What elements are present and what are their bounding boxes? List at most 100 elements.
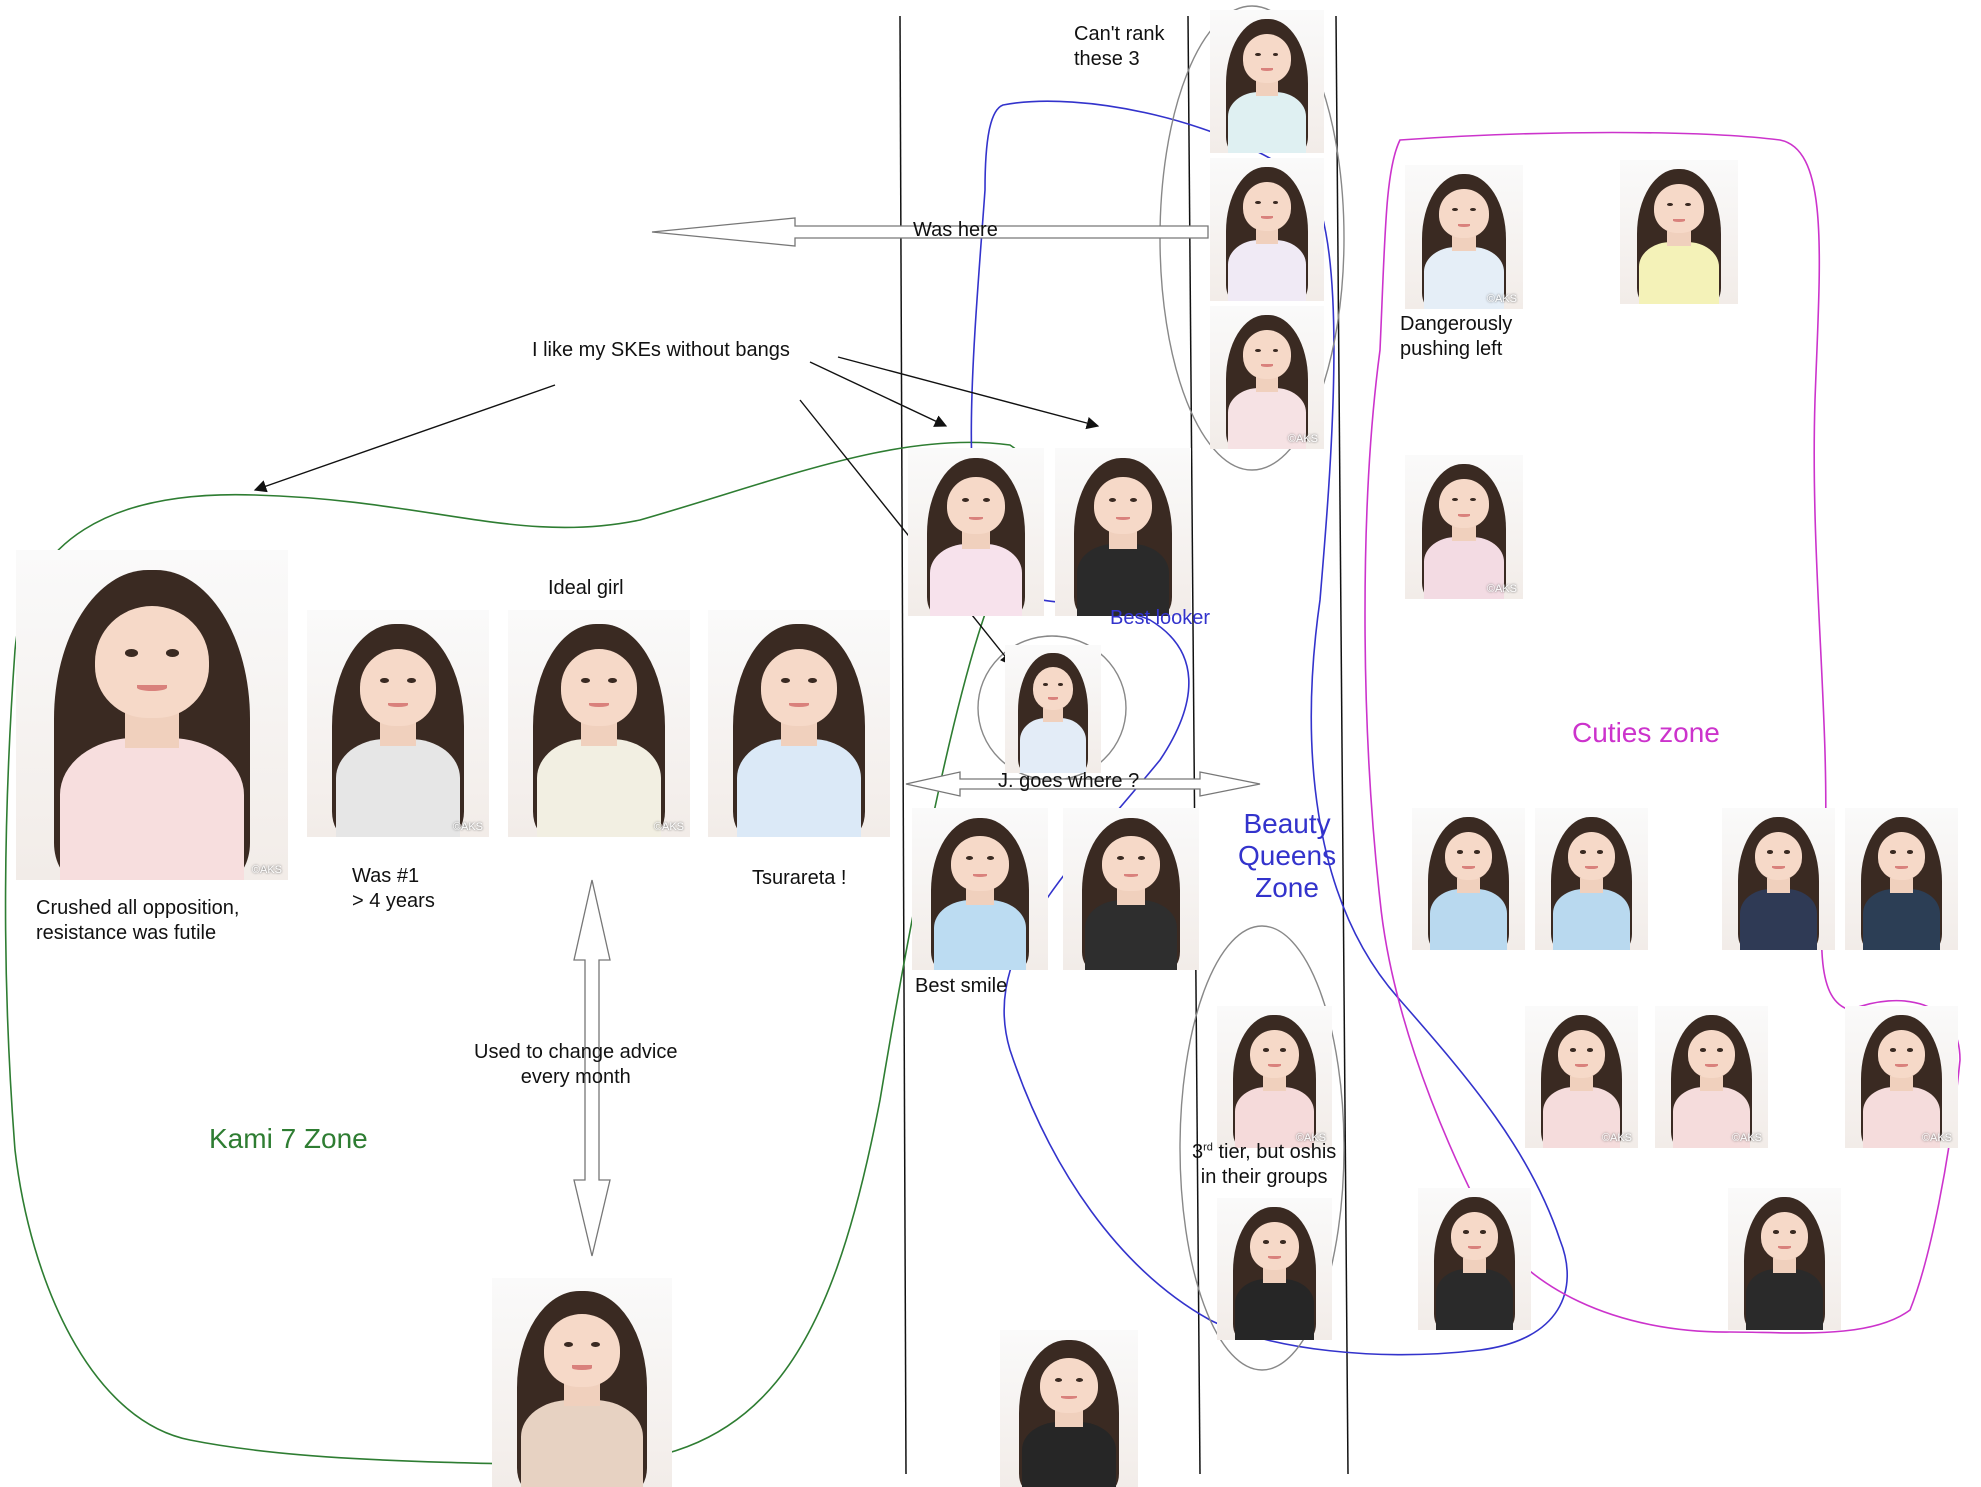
- watermark: ©AKS: [1486, 583, 1517, 595]
- photo-cant-rank-3: ©AKS: [1210, 306, 1324, 449]
- face-shape: [544, 1314, 620, 1388]
- left-eye-shape: [1262, 1240, 1269, 1244]
- face-shape: [1760, 1212, 1809, 1261]
- face-shape: [1557, 1030, 1606, 1079]
- left-eye-shape: [1463, 1230, 1469, 1234]
- outfit-shape: [1746, 1268, 1823, 1330]
- photo-advice: [492, 1278, 672, 1487]
- right-eye-shape: [1784, 850, 1790, 854]
- outfit-shape: [1423, 247, 1505, 309]
- outfit-shape: [933, 900, 1027, 970]
- face-shape: [1439, 189, 1489, 239]
- cant-rank-label: Can't rank these 3: [1074, 22, 1165, 72]
- watermark: ©AKS: [452, 821, 483, 833]
- arrow-to-center-left: [809, 361, 948, 427]
- divider-2: [1187, 15, 1201, 1475]
- face-shape: [1450, 1212, 1499, 1261]
- left-eye-shape: [1109, 498, 1117, 503]
- outfit-shape: [1228, 239, 1306, 301]
- third-tier-rest: tier, but oshis: [1212, 1141, 1337, 1163]
- beauty-queens-label: Beauty Queens Zone: [1238, 808, 1336, 905]
- left-eye-shape: [1773, 1230, 1779, 1234]
- mouth-shape: [388, 702, 408, 708]
- right-eye-shape: [808, 677, 818, 684]
- face-shape: [1439, 479, 1489, 529]
- neck-shape: [1255, 228, 1279, 244]
- photo-cuties-top-right: [1620, 160, 1738, 304]
- right-eye-shape: [1075, 1378, 1083, 1383]
- neck-shape: [1109, 530, 1137, 549]
- photo-best-smile: [912, 808, 1048, 970]
- left-eye-shape: [1580, 850, 1586, 854]
- was-1-label: Was #1 > 4 years: [352, 864, 435, 914]
- outfit-shape: [1235, 1278, 1314, 1340]
- mouth-shape: [1895, 865, 1908, 869]
- face-shape: [1567, 832, 1616, 881]
- photo-was-number-one: ©AKS: [307, 610, 489, 837]
- face-shape: [1250, 1222, 1299, 1271]
- right-eye-shape: [1587, 1048, 1593, 1052]
- mouth-shape: [1061, 1396, 1077, 1400]
- outfit-shape: [537, 739, 661, 837]
- mouth-shape: [1468, 1245, 1481, 1249]
- photo-beauty-2: [1217, 1198, 1332, 1340]
- photo-cant-rank-2: [1210, 158, 1324, 301]
- right-eye-shape: [1280, 1048, 1287, 1052]
- face-shape: [760, 648, 838, 726]
- left-eye-shape: [1255, 52, 1262, 57]
- outfit-shape: [737, 739, 861, 837]
- face-shape: [560, 648, 638, 726]
- outfit-shape: [1076, 543, 1170, 616]
- photo-center-right-1: [1055, 448, 1191, 616]
- neck-shape: [1773, 1257, 1796, 1274]
- photo-cuties-row2-2: ©AKS: [1655, 1006, 1768, 1148]
- neck-shape: [1667, 230, 1691, 247]
- photo-cuties-row1-2: [1535, 808, 1648, 950]
- outfit-shape: [1423, 537, 1505, 599]
- neck-shape: [1255, 376, 1279, 392]
- right-eye-shape: [1129, 498, 1137, 503]
- right-eye-shape: [1717, 1048, 1723, 1052]
- used-to-change-line2: every month: [520, 1066, 631, 1088]
- neck-shape: [1890, 877, 1913, 894]
- photo-cuties-row1-4: [1845, 808, 1958, 950]
- outfit-shape: [520, 1399, 644, 1487]
- face-shape: [1877, 832, 1926, 881]
- outfit-shape: [1430, 888, 1507, 950]
- dangerously-label: Dangerously pushing left: [1400, 312, 1512, 362]
- mouth-shape: [789, 702, 809, 708]
- outfit-shape: [1235, 1086, 1314, 1148]
- left-eye-shape: [1890, 850, 1896, 854]
- mouth-shape: [968, 516, 984, 520]
- right-eye-shape: [407, 677, 417, 684]
- left-eye-shape: [1767, 850, 1773, 854]
- watermark: ©AKS: [1601, 1132, 1632, 1144]
- face-shape: [1102, 835, 1160, 891]
- right-eye-shape: [986, 856, 994, 861]
- divider-1: [899, 15, 907, 1475]
- third-tier-num: 3: [1192, 1141, 1204, 1163]
- left-eye-shape: [1452, 208, 1459, 212]
- mouth-shape: [1123, 874, 1139, 878]
- mouth-shape: [1772, 865, 1785, 869]
- left-eye-shape: [1055, 1378, 1063, 1383]
- outfit-shape: [1863, 1086, 1940, 1148]
- j-goes-where-label: J. goes where ?: [998, 770, 1140, 792]
- used-to-change-line1: Used to change advice: [474, 1041, 678, 1063]
- photo-cuties-row2-3: ©AKS: [1845, 1006, 1958, 1148]
- left-eye-shape: [1890, 1048, 1896, 1052]
- outfit-shape: [929, 543, 1023, 616]
- photo-cuties-short-hair: ©AKS: [1405, 455, 1523, 599]
- was-here-arrow: [651, 217, 1209, 247]
- neck-shape: [1463, 1257, 1486, 1274]
- outfit-shape: [1228, 387, 1306, 449]
- outfit-shape: [1543, 1086, 1620, 1148]
- outfit-shape: [1020, 717, 1086, 773]
- mouth-shape: [1895, 1063, 1908, 1067]
- neck-shape: [1767, 877, 1790, 894]
- arrow-to-kami: [253, 384, 556, 493]
- right-eye-shape: [1480, 1230, 1486, 1234]
- mouth-shape: [137, 684, 167, 692]
- third-tier-sup: rd: [1203, 1141, 1213, 1154]
